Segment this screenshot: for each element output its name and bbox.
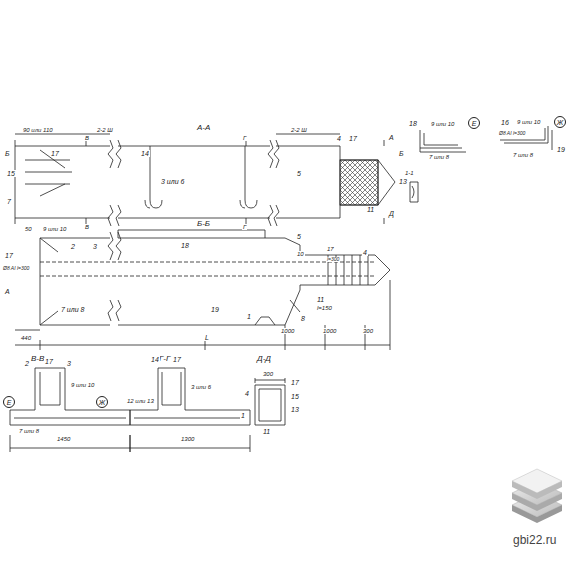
detail-letter: Ж	[557, 119, 563, 126]
callout-label: Г	[242, 135, 247, 141]
callout-label: 300	[362, 328, 374, 334]
detail-marker: Е	[468, 117, 480, 129]
callout-label: 18	[408, 120, 418, 127]
callout-label: Ø8 AI l=300	[498, 131, 526, 136]
callout-label: 7 или 8	[512, 152, 534, 158]
callout-label: 440	[20, 335, 32, 341]
callout-label: 17	[326, 246, 335, 252]
callout-label: Г-Г	[158, 355, 171, 363]
callout-label: 3	[92, 243, 98, 250]
callout-label: 19	[556, 146, 566, 153]
callout-label: 5	[296, 170, 302, 177]
callout-label: 2-2 Ш	[290, 127, 308, 133]
callout-label: 1000	[322, 328, 337, 334]
callout-label: 1450	[56, 436, 71, 442]
callout-label: Г	[242, 224, 247, 230]
callout-label: 1000	[280, 328, 295, 334]
callout-label: 4	[362, 249, 368, 256]
callout-label: 90 или 110	[22, 127, 54, 133]
watermark: gbi22.ru	[512, 534, 557, 546]
callout-label: А	[388, 134, 395, 141]
callout-label: 3 или 6	[160, 178, 185, 185]
callout-label: 3	[66, 360, 72, 367]
callout-label: L	[204, 334, 210, 341]
callout-label: 7	[6, 198, 12, 205]
callout-label: 7 или 8	[60, 306, 85, 313]
callout-label: 15	[6, 170, 16, 177]
callout-label: 9 или 10	[42, 226, 67, 232]
callout-label: 1	[246, 313, 252, 320]
callout-label: 1300	[180, 436, 195, 442]
detail-marker: Е	[3, 396, 15, 408]
callout-label: Б	[398, 150, 405, 157]
callout-label: 8	[300, 315, 306, 322]
callout-label: 4	[244, 390, 250, 397]
callout-label: 17	[172, 356, 182, 363]
callout-label: 1	[240, 412, 246, 419]
callout-label: 50	[24, 226, 33, 232]
callout-label: 17	[4, 252, 14, 259]
callout-label: 13	[290, 406, 300, 413]
callout-label: Ø8 AI l=300	[2, 266, 30, 271]
callout-label: 11	[316, 296, 325, 303]
callout-label: 10	[296, 251, 305, 257]
detail-letter: Е	[7, 399, 12, 406]
callout-label: l=300	[326, 257, 340, 262]
callout-label: 17	[44, 358, 54, 365]
callout-label: 9 или 10	[516, 119, 541, 125]
callout-label: 14	[140, 150, 150, 157]
callout-label: 2	[24, 360, 30, 367]
callout-label: В	[84, 224, 90, 230]
detail-marker: Ж	[96, 396, 108, 408]
callout-label: 16	[500, 119, 510, 126]
callout-label: 5	[296, 233, 302, 240]
callout-label: 1-1	[404, 170, 415, 176]
detail-letter: Е	[472, 120, 477, 127]
callout-label: 14	[150, 356, 160, 363]
detail-letter: Ж	[99, 399, 105, 406]
callout-label: 18	[180, 242, 190, 249]
callout-label: 19	[210, 306, 220, 313]
callout-label: А-А	[196, 124, 211, 132]
callout-label: 12 или 13	[126, 398, 155, 404]
callout-label: 300	[262, 371, 274, 377]
callout-label: Б-Б	[196, 220, 211, 228]
callout-label: 11	[366, 206, 375, 213]
callout-label: 17	[290, 379, 300, 386]
callout-label: 3 или 6	[190, 384, 212, 390]
callout-label: l=150	[316, 305, 333, 311]
callout-label: 17	[50, 150, 60, 157]
callout-label: 17	[348, 135, 358, 142]
callout-label: 2	[70, 243, 76, 250]
callout-label: 11	[262, 428, 271, 435]
callout-label: Б	[4, 150, 11, 157]
callout-label: В	[84, 135, 90, 141]
callout-label: 2-2 Ш	[96, 127, 114, 133]
callout-label: 4	[336, 135, 342, 142]
callout-label: 13	[398, 178, 408, 185]
callout-label: 15	[290, 393, 300, 400]
callout-label: А	[4, 288, 11, 295]
callout-label: 7 или 8	[18, 428, 40, 434]
callout-label: Д-Д	[256, 355, 272, 363]
callout-label: 9 или 10	[70, 382, 95, 388]
callout-label: 7 или 8	[428, 154, 450, 160]
detail-marker: Ж	[554, 116, 566, 128]
callout-label: Д	[388, 210, 395, 217]
logo	[512, 469, 562, 523]
callout-label: 9 или 10	[430, 121, 455, 127]
